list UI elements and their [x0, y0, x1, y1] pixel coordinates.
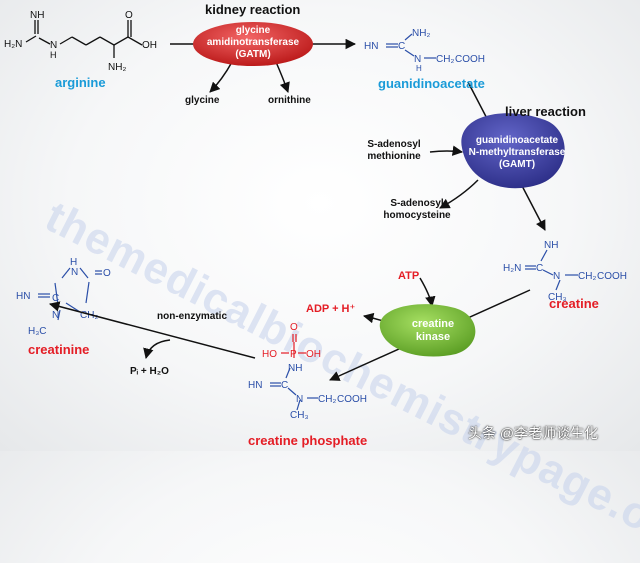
gamt-enzyme-label: guanidinoacetate N-methyltransferase (GA… [468, 135, 566, 170]
svg-text:P: P [290, 349, 297, 360]
svg-text:NH: NH [30, 10, 44, 21]
creatine-name: creatine [549, 296, 599, 311]
svg-text:H: H [416, 64, 422, 73]
svg-text:HN: HN [248, 380, 262, 391]
guanidinoacetate-atoms: HN C NH₂ N H CH₂ COOH [364, 28, 485, 73]
svg-text:NH: NH [288, 363, 302, 374]
svg-text:H₃C: H₃C [28, 326, 47, 337]
svg-text:HO: HO [262, 349, 277, 360]
svg-text:C: C [52, 293, 59, 304]
svg-text:N: N [296, 394, 303, 405]
non-enzymatic-label: non-enzymatic [157, 311, 228, 322]
pathway-diagram: NH H₂N N H O OH NH₂ HN C NH₂ N H CH₂ COO… [4, 10, 627, 421]
svg-text:CH₂: CH₂ [436, 54, 454, 65]
adp-label: ADP + H⁺ [306, 303, 356, 315]
guanidinoacetate-structure [386, 33, 436, 59]
pi-water-label: Pᵢ + H₂O [130, 366, 169, 377]
gatm-enzyme-label: glycine amidinotransferase (GATM) [206, 25, 300, 60]
arginine-atoms: NH H₂N N H O OH NH₂ [4, 10, 157, 73]
arginine-structure [25, 20, 143, 58]
s-adenosylhomocysteine-label: S-adenosyl homocysteine [383, 198, 451, 221]
ck-enzyme-shape [379, 304, 476, 357]
svg-text:OH: OH [142, 40, 157, 51]
creatine-phosphate-atoms: O HO P OH NH HN C N CH₂ COOH CH₃ [248, 322, 367, 421]
svg-text:H₂N: H₂N [4, 39, 22, 50]
gamt-enzyme-shape [461, 113, 565, 189]
glycine-label: glycine [185, 95, 220, 106]
svg-text:H: H [70, 257, 77, 268]
svg-text:HN: HN [364, 41, 378, 52]
creatinine-name: creatinine [28, 342, 90, 357]
svg-text:OH: OH [306, 349, 321, 360]
svg-text:CH₂: CH₂ [80, 310, 98, 321]
svg-text:COOH: COOH [337, 394, 367, 405]
svg-text:O: O [125, 10, 133, 21]
arginine-name: arginine [55, 75, 106, 90]
svg-text:CH₂: CH₂ [318, 394, 336, 405]
svg-text:C: C [536, 263, 543, 274]
source-credit: 头条 @李老师谈生化 [468, 425, 599, 441]
svg-text:NH₂: NH₂ [108, 62, 126, 73]
svg-text:CH₃: CH₃ [548, 292, 567, 303]
svg-text:N: N [553, 271, 560, 282]
liver-reaction-title: liver reaction [505, 104, 586, 119]
creatine-atoms: H₂N C NH N CH₂ COOH CH₃ [503, 240, 627, 303]
svg-text:N: N [71, 267, 78, 278]
svg-text:HN: HN [16, 291, 30, 302]
svg-text:COOH: COOH [455, 54, 485, 65]
svg-text:H₂N: H₂N [503, 263, 521, 274]
svg-text:COOH: COOH [597, 271, 627, 282]
creatinine-atoms: H N O HN C N CH₂ H₃C [16, 257, 111, 337]
svg-text:N: N [50, 40, 57, 51]
svg-text:H: H [50, 50, 57, 60]
svg-text:CH₂: CH₂ [578, 271, 596, 282]
svg-text:C: C [281, 380, 288, 391]
svg-text:C: C [398, 41, 405, 52]
svg-text:N: N [52, 310, 59, 321]
svg-text:N: N [414, 54, 421, 65]
creatine-structure [525, 249, 578, 291]
gatm-enzyme-shape [193, 22, 313, 66]
creatine-kinase-label: creatine kinase [411, 318, 455, 343]
svg-text:NH: NH [544, 240, 558, 251]
s-adenosylmethionine-label: S-adenosyl methionine [367, 139, 421, 162]
guanidinoacetate-name: guanidinoacetate [378, 76, 485, 91]
creatine-phosphate-structure [270, 334, 318, 411]
creatine-phosphate-name: creatine phosphate [248, 433, 368, 448]
svg-text:O: O [290, 322, 298, 333]
creatinine-structure [38, 267, 102, 321]
ornithine-label: ornithine [268, 95, 311, 106]
atp-label: ATP [398, 270, 420, 282]
svg-text:NH₂: NH₂ [412, 28, 430, 39]
svg-text:O: O [103, 268, 111, 279]
svg-text:CH₃: CH₃ [290, 410, 309, 421]
kidney-reaction-title: kidney reaction [205, 2, 301, 17]
